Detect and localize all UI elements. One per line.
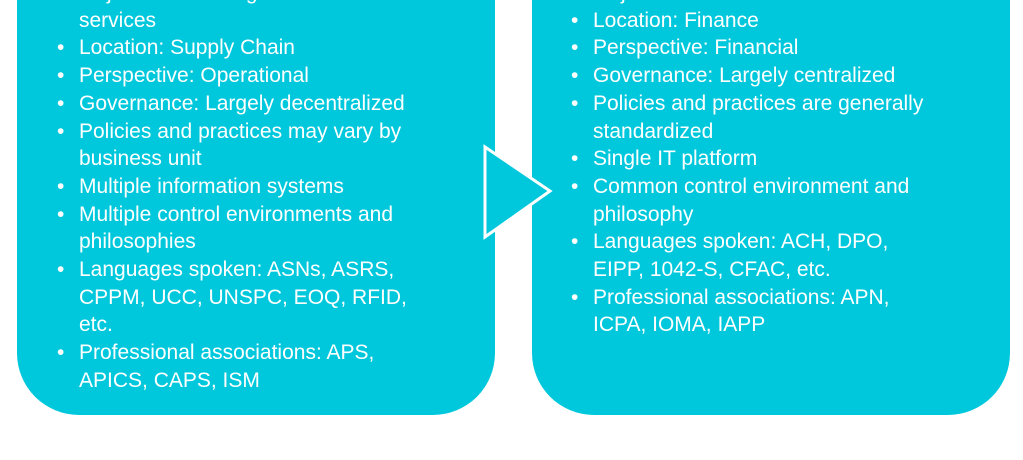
list-item-text: Location: Finance <box>593 8 759 32</box>
list-item-text: Governance: Largely decentralized <box>79 91 405 115</box>
list-item-text: Perspective: Financial <box>593 36 799 60</box>
list-item-text: Perspective: Operational <box>79 64 309 88</box>
list-item-text: Single IT platform <box>593 147 758 171</box>
list-item: Location: Supply Chain <box>57 34 407 62</box>
list-item: Perspective: Financial <box>571 34 923 62</box>
list-item-text: Multiple control environments and <box>79 202 393 226</box>
list-item-text: philosophy <box>593 202 694 226</box>
list-item: Governance: Largely decentralized <box>57 90 407 118</box>
list-item-text: Governance: Largely centralized <box>593 64 896 88</box>
list-item-text: services <box>79 8 157 32</box>
list-item-text: Professional associations: APS, <box>79 341 375 365</box>
finance-list: Objective: Validate and disburseLocation… <box>571 0 923 339</box>
list-item: Perspective: Operational <box>57 62 407 90</box>
list-item-text: Policies and practices are generally <box>593 91 924 115</box>
list-item: Governance: Largely centralized <box>571 62 923 90</box>
list-item-text: Common control environment and <box>593 174 910 198</box>
list-item-text: Professional associations: APN, <box>593 285 890 309</box>
list-item-text: Multiple information systems <box>79 174 344 198</box>
list-item-text: standardized <box>593 119 714 143</box>
list-item-text: APICS, CAPS, ISM <box>79 368 260 392</box>
procurement-list: Objective: Obtain goods andservicesLocat… <box>57 0 407 395</box>
list-item-text: Languages spoken: ACH, DPO, <box>593 230 889 254</box>
list-item-text: Objective: Validate and disburse <box>593 0 923 7</box>
list-item: Common control environment and philosophy <box>571 173 923 228</box>
list-item: Languages spoken: ACH, DPO, EIPP, 1042-S,… <box>571 228 923 283</box>
list-item-text: Objective: Obtain goods and <box>79 0 407 7</box>
arrow-right-icon <box>483 144 553 240</box>
list-item: Professional associations: APS, APICS, CA… <box>57 339 407 394</box>
list-item-text: etc. <box>79 313 113 337</box>
list-item: Location: Finance <box>571 7 923 35</box>
list-item: Objective: Obtain goods andservices <box>57 0 407 34</box>
list-item-text: EIPP, 1042-S, CFAC, etc. <box>593 258 831 282</box>
list-item-text: Location: Supply Chain <box>79 36 295 60</box>
procurement-panel: Objective: Obtain goods andservicesLocat… <box>17 0 495 415</box>
list-item-text: Policies and practices may vary by <box>79 119 402 143</box>
list-item-text: philosophies <box>79 230 196 254</box>
list-item: Single IT platform <box>571 145 923 173</box>
list-item-text: business unit <box>79 147 202 171</box>
list-item: Multiple control environments and philoso… <box>57 201 407 256</box>
list-item: Languages spoken: ASNs, ASRS, CPPM, UCC, … <box>57 256 407 339</box>
list-item: Policies and practices may vary by busine… <box>57 118 407 173</box>
list-item-text: ICPA, IOMA, IAPP <box>593 313 766 337</box>
finance-panel: Objective: Validate and disburseLocation… <box>532 0 1010 415</box>
list-item-text: CPPM, UCC, UNSPC, EOQ, RFID, <box>79 285 407 309</box>
list-item: Objective: Validate and disburse <box>571 0 923 7</box>
list-item: Multiple information systems <box>57 173 407 201</box>
list-item-text: Languages spoken: ASNs, ASRS, <box>79 258 395 282</box>
list-item: Professional associations: APN, ICPA, IOM… <box>571 284 923 339</box>
list-item: Policies and practices are generally stan… <box>571 90 923 145</box>
